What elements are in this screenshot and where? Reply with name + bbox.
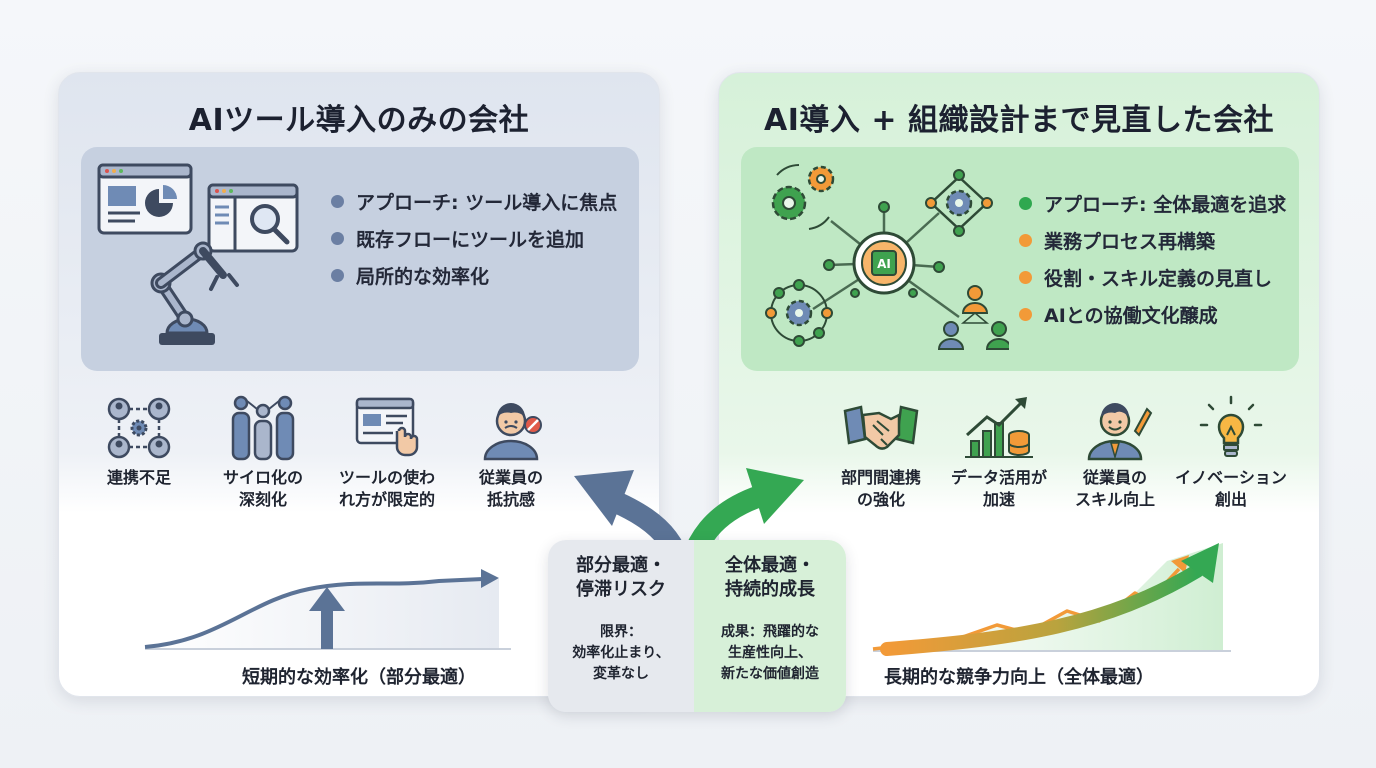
ai-org-redesign-panel: AI導入 + 組織設計まで見直した会社 — [718, 72, 1320, 697]
left-bullet: アプローチ: ツール導入に焦点 — [331, 183, 617, 220]
partial-optimization-body: 限界： 効率化止まり、 変革なし — [572, 624, 670, 682]
bullet-dot — [331, 195, 344, 208]
left-panel-title: AIツール導入のみの会社 — [188, 103, 530, 138]
network-gear-icon — [107, 397, 171, 459]
silo-people-icon — [231, 395, 295, 461]
partial-optimization-side: 部分最適・ 停滞リスク 限界： 効率化止まり、 変革なし — [548, 540, 694, 712]
skilled-employee-icon — [1087, 403, 1153, 461]
bullet-dot — [1019, 271, 1032, 284]
partial-optimization-heading: 部分最適・ 停滞リスク — [576, 555, 666, 600]
right-bullet: アプローチ: 全体最適を追求 — [1019, 185, 1286, 222]
left-bullet-list: アプローチ: ツール導入に焦点 既存フローにツールを追加 局所的な効率化 — [331, 183, 617, 294]
outcome-comparison-box: 部分最適・ 停滞リスク 限界： 効率化止まり、 変革なし 全体最適・ 持続的成長… — [548, 540, 846, 712]
tool-only-panel: AIツール導入のみの会社 — [58, 72, 660, 697]
benefit-label: 部門間連携 の強化 — [840, 468, 921, 509]
right-panel-title: AI導入 + 組織設計まで見直した会社 — [764, 103, 1274, 138]
left-approach-box: アプローチ: ツール導入に焦点 既存フローにツールを追加 局所的な効率化 — [81, 147, 639, 371]
tool-windows-robot-icon — [97, 163, 299, 345]
benefit-label: 従業員の スキル向上 — [1074, 468, 1155, 509]
benefit-innovation: イノベーション 創出 — [1169, 395, 1293, 511]
issue-label: 連携不足 — [106, 468, 171, 487]
handshake-icon — [843, 405, 919, 450]
total-optimization-heading: 全体最適・ 持続的成長 — [725, 555, 815, 600]
right-bullet: AIとの協働文化醸成 — [1019, 296, 1286, 333]
benefit-data-utilization: データ活用が 加速 — [937, 395, 1061, 511]
total-optimization-body: 成果：飛躍的な 生産性向上、 新たな価値創造 — [721, 624, 819, 682]
left-bullet: 局所的な効率化 — [331, 257, 617, 294]
bullet-dot — [1019, 197, 1032, 210]
issue-label: サイロ化の 深刻化 — [222, 468, 303, 509]
long-term-growth-chart — [872, 543, 1231, 656]
benefit-label: イノベーション 創出 — [1175, 468, 1287, 509]
ai-ecosystem-icon: AI — [765, 164, 1009, 350]
right-caption: 長期的な競争力向上（全体最適） — [884, 667, 1154, 688]
gear-icon — [771, 165, 835, 221]
right-approach-box: AI アプローチ: 全体最適を追求 業務プロセス再構築 役割・スキル定義の見直し… — [741, 147, 1299, 371]
ai-chip-label: AI — [877, 257, 891, 271]
bullet-dot — [331, 232, 344, 245]
issue-label: 従業員の 抵抗感 — [478, 468, 543, 509]
bullet-dot — [331, 269, 344, 282]
issue-employee-resistance: 従業員の 抵抗感 — [449, 395, 573, 511]
frustrated-employee-icon — [483, 403, 542, 461]
right-bullet: 業務プロセス再構築 — [1019, 222, 1286, 259]
left-caption: 短期的な効率化（部分最適） — [242, 667, 476, 688]
issue-lack-of-collaboration: 連携不足 — [77, 395, 201, 489]
left-bullet: 既存フローにツールを追加 — [331, 220, 617, 257]
growth-chart-icon — [965, 397, 1033, 458]
lightbulb-icon — [1199, 395, 1263, 457]
issue-label: ツールの使わ れ方が限定的 — [338, 468, 435, 509]
benefit-cross-department: 部門間連携 の強化 — [819, 395, 943, 511]
browser-click-icon — [355, 397, 419, 457]
bullet-dot — [1019, 234, 1032, 247]
issue-limited-tool-use: ツールの使わ れ方が限定的 — [325, 395, 449, 511]
left-arrow-head-icon — [574, 470, 634, 526]
benefit-employee-skills: 従業員の スキル向上 — [1053, 395, 1177, 511]
right-arrow-head-icon — [746, 468, 804, 524]
bullet-dot — [1019, 308, 1032, 321]
right-bullet-list: アプローチ: 全体最適を追求 業務プロセス再構築 役割・スキル定義の見直し AI… — [1019, 185, 1286, 333]
total-optimization-side: 全体最適・ 持続的成長 成果：飛躍的な 生産性向上、 新たな価値創造 — [694, 540, 846, 712]
short-term-plateau-chart — [144, 569, 511, 650]
benefit-label: データ活用が 加速 — [950, 468, 1047, 509]
right-bullet: 役割・スキル定義の見直し — [1019, 259, 1286, 296]
issue-silos: サイロ化の 深刻化 — [201, 395, 325, 511]
